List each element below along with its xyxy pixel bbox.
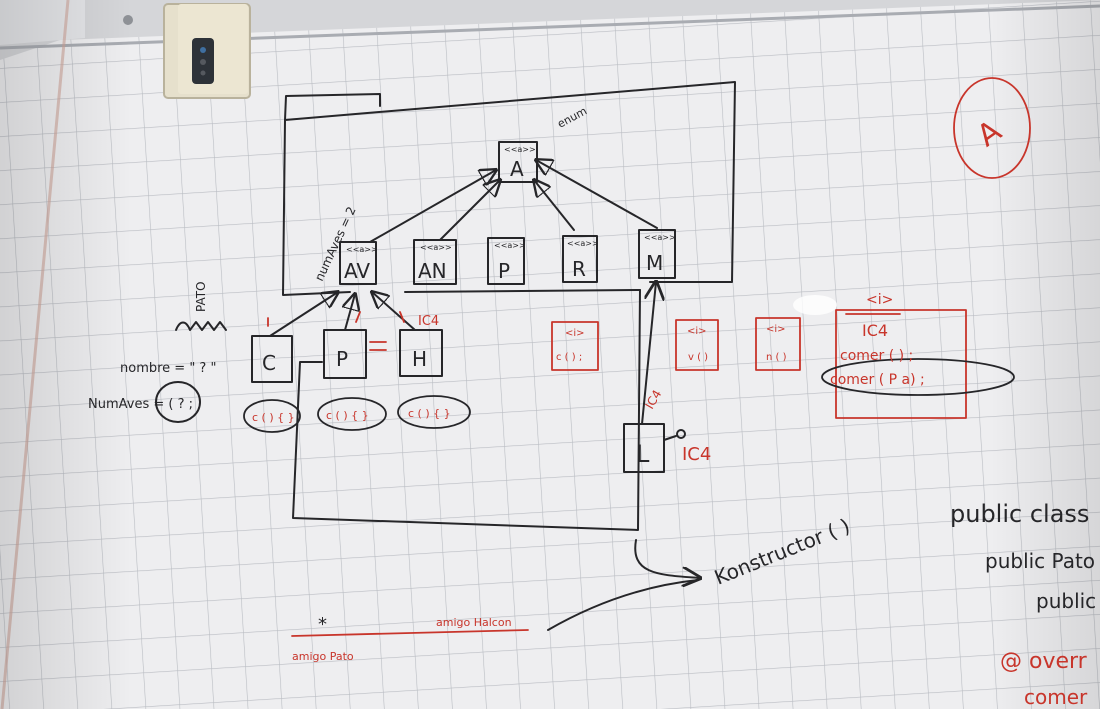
code-line-2: public Pato xyxy=(985,549,1095,573)
interface-box-3 xyxy=(755,317,801,371)
ic4-stereotype: <i> xyxy=(866,292,893,308)
side-note-title: PATO xyxy=(194,281,208,312)
code-line-3: public xyxy=(1036,589,1096,613)
uml-diagram xyxy=(155,81,736,631)
red-annotations xyxy=(243,77,1031,637)
side-note-line1: nombre = " ? " xyxy=(120,361,216,376)
assoc-curve-arrow xyxy=(547,579,699,631)
note-circle xyxy=(155,381,201,423)
assoc-label-bottom: amigo Pato xyxy=(292,650,354,663)
class-R-box xyxy=(562,235,598,283)
class-P-box xyxy=(487,237,525,285)
inherit-AN-A xyxy=(439,180,500,241)
side-note-line2: NumAves = ( ? ; xyxy=(88,397,193,412)
level1-stereotype-M: <<a>> xyxy=(644,233,676,242)
level1-label-M: M xyxy=(646,251,663,275)
assoc-label-top: amigo Halcon xyxy=(436,616,512,629)
class-C-box xyxy=(251,335,293,383)
inherit-H-AV xyxy=(372,292,416,331)
association-line xyxy=(292,289,641,531)
interface-2-method: v ( ) xyxy=(688,352,708,363)
level1-label-R: R xyxy=(572,257,586,281)
dependency-L-M xyxy=(641,282,656,425)
assoc-line xyxy=(291,629,529,637)
ic4-method-1: comer ( ) ; xyxy=(840,348,913,364)
level1-label-P: P xyxy=(498,259,510,283)
lollipop-L xyxy=(663,435,677,441)
class-H-box xyxy=(399,329,443,377)
package-outline xyxy=(282,81,736,296)
inherit-AV-A xyxy=(369,170,496,243)
ic4-box xyxy=(835,309,967,419)
level1-stereotype-AN: <<a>> xyxy=(420,243,452,252)
ic4-method-2: comer ( P a) ; xyxy=(830,372,925,388)
class-AV-box xyxy=(339,241,377,285)
subclass-tag: IC4 xyxy=(418,314,439,329)
interface-2-stereotype: <i> xyxy=(687,326,707,337)
l-interface-label: IC4 xyxy=(682,444,711,465)
interface-1-stereotype: <i> xyxy=(565,328,585,339)
level1-stereotype-AV: <<a>> xyxy=(346,245,378,254)
behaviour-label-3: c ( ) { } xyxy=(408,407,451,420)
wall-sensor-device xyxy=(123,3,251,99)
code-line-1: public class xyxy=(950,500,1089,528)
ic4-method-highlight xyxy=(821,358,1015,396)
red-ticks xyxy=(267,311,405,351)
interface-box-1 xyxy=(551,321,599,371)
behaviour-ellipse-2 xyxy=(317,397,387,431)
red-text: A IC4 <i> c ( ) ; <i> v ( ) <i> n ( ) <i… xyxy=(252,113,1088,709)
behaviour-label-2: c ( ) { } xyxy=(326,409,369,422)
level1-label-AV: AV xyxy=(344,259,370,283)
inherit-M-A xyxy=(536,160,658,229)
subclass-P: P xyxy=(336,347,348,371)
root-stereotype: <<a>> xyxy=(504,145,536,154)
interface-1-method: c ( ) ; xyxy=(556,352,582,363)
behaviour-label-1: c ( ) { } xyxy=(252,411,295,424)
subclass-H: H xyxy=(412,347,427,371)
inherit-C-AV xyxy=(269,292,338,337)
ic4-title: IC4 xyxy=(862,321,888,340)
class-AN-box xyxy=(413,239,457,285)
class-M-box xyxy=(638,229,676,279)
interface-3-method: n ( ) xyxy=(766,352,787,363)
class-L-label: L xyxy=(636,440,650,468)
light-glare xyxy=(793,295,837,315)
subclass-C: C xyxy=(262,351,276,375)
inherit-R-A xyxy=(534,180,575,231)
code-line-4: @ overr xyxy=(1000,649,1088,674)
circle-mark xyxy=(953,77,1031,179)
association-star: * xyxy=(318,614,327,635)
behaviour-ellipse-1 xyxy=(243,399,301,433)
note-brace xyxy=(175,321,227,331)
level1-stereotype-R: <<a>> xyxy=(567,239,599,248)
behaviour-ellipse-3 xyxy=(397,395,471,429)
level1-label-AN: AN xyxy=(418,259,447,283)
constructor-arrow xyxy=(634,539,700,578)
level1-stereotype-P: <<a>> xyxy=(494,241,526,250)
interface-box-2 xyxy=(675,319,719,371)
root-class-label: A xyxy=(510,157,524,181)
class-L-box xyxy=(623,423,665,473)
interface-3-stereotype: <i> xyxy=(766,324,786,335)
inherit-P-AV xyxy=(345,294,355,331)
code-line-5: comer xyxy=(1024,685,1088,709)
